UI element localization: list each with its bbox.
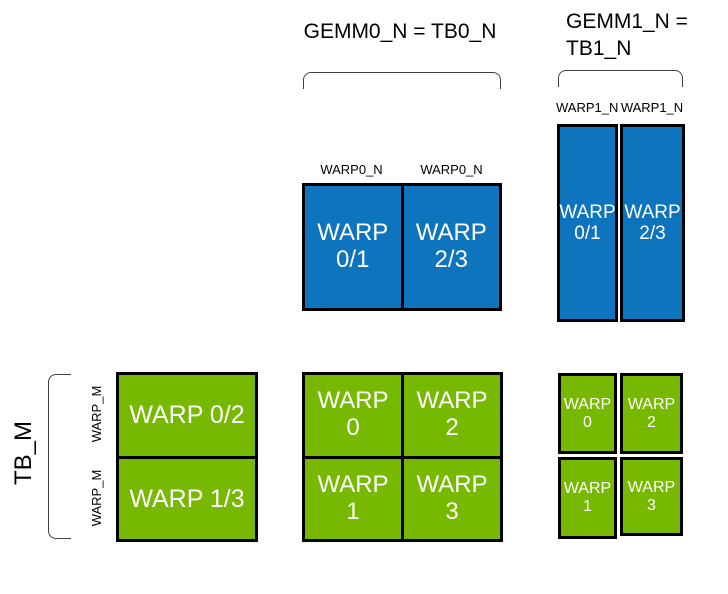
warp-cell-1: WARP 1	[305, 458, 401, 539]
gemm0-green-tile: WARP 0 WARP 2 WARP 1 WARP 3	[302, 372, 503, 542]
tb-m-bracket	[48, 374, 71, 539]
gemm0-n-title: GEMM0_N = TB0_N	[303, 20, 497, 43]
warp-cell-2-3: WARP 2/3	[403, 186, 499, 308]
warp-cell-0-2: WARP 0/2	[119, 375, 255, 456]
warp-cell-3: WARP 3	[404, 458, 500, 539]
gemm1-n-title: GEMM1_N = TB1_N	[566, 10, 688, 60]
warp-m-label-top: WARP_M	[89, 385, 104, 443]
warp1-n-label-right: WARP1_N	[620, 100, 684, 115]
gemm0-blue-tile: WARP 0/1 WARP 2/3	[302, 183, 502, 311]
warp-m-label-bottom: WARP_M	[89, 469, 104, 527]
warp-cell-1: WARP 1	[558, 457, 617, 539]
warp-cell-2-3: WARP 2/3	[620, 124, 685, 322]
warp-cell-2: WARP 2	[620, 373, 683, 454]
warp1-n-label-left: WARP1_N	[556, 100, 619, 115]
warp-cell-0-1: WARP 0/1	[305, 186, 401, 308]
gemm1-n-bracket	[558, 70, 683, 87]
gemm1-blue-tile: WARP 0/1 WARP 2/3	[557, 124, 685, 322]
warp0-n-label-right: WARP0_N	[420, 162, 483, 177]
warp0-n-label-left: WARP0_N	[320, 162, 383, 177]
tb-m-label: TB_M	[10, 421, 37, 486]
warp-cell-0: WARP 0	[558, 373, 617, 454]
warp-cell-1-3: WARP 1/3	[119, 458, 255, 539]
gemm0-n-bracket	[303, 72, 501, 89]
warp-cell-0: WARP 0	[305, 375, 401, 456]
warp-cell-3: WARP 3	[620, 457, 683, 536]
warp-cell-0-1: WARP 0/1	[557, 124, 618, 322]
warp-cell-2: WARP 2	[404, 375, 500, 456]
left-green-tile: WARP 0/2 WARP 1/3	[116, 372, 258, 542]
